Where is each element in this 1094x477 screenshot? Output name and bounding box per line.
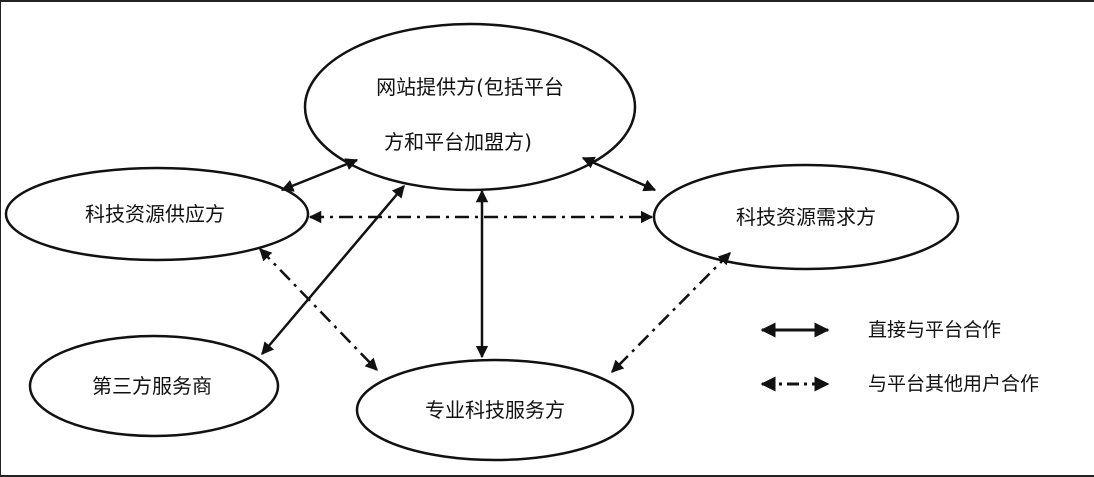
arrow-demander-professional bbox=[611, 252, 731, 373]
third-party-service-node bbox=[28, 334, 280, 438]
arrow-supplier-professional bbox=[259, 248, 378, 371]
arrow-website-demander bbox=[581, 156, 657, 192]
resource-demander-label: 科技资源需求方 bbox=[736, 205, 876, 229]
legend-indirect-label: 与平台其他用户合作 bbox=[868, 373, 1039, 395]
resource-supplier-label: 科技资源供应方 bbox=[85, 202, 225, 226]
website-provider-label-line2: 方和平台加盟方) bbox=[384, 130, 532, 154]
professional-service-label: 专业科技服务方 bbox=[425, 398, 565, 422]
legend-direct-label: 直接与平台合作 bbox=[868, 319, 1001, 341]
professional-service-node bbox=[355, 358, 635, 462]
third-party-service-label: 第三方服务商 bbox=[92, 374, 212, 398]
resource-demander-node bbox=[652, 163, 960, 271]
website-provider-label-line1: 网站提供方(包括平台 bbox=[376, 75, 564, 99]
website-provider-node bbox=[303, 22, 637, 192]
arrow-website-supplier bbox=[280, 158, 359, 192]
